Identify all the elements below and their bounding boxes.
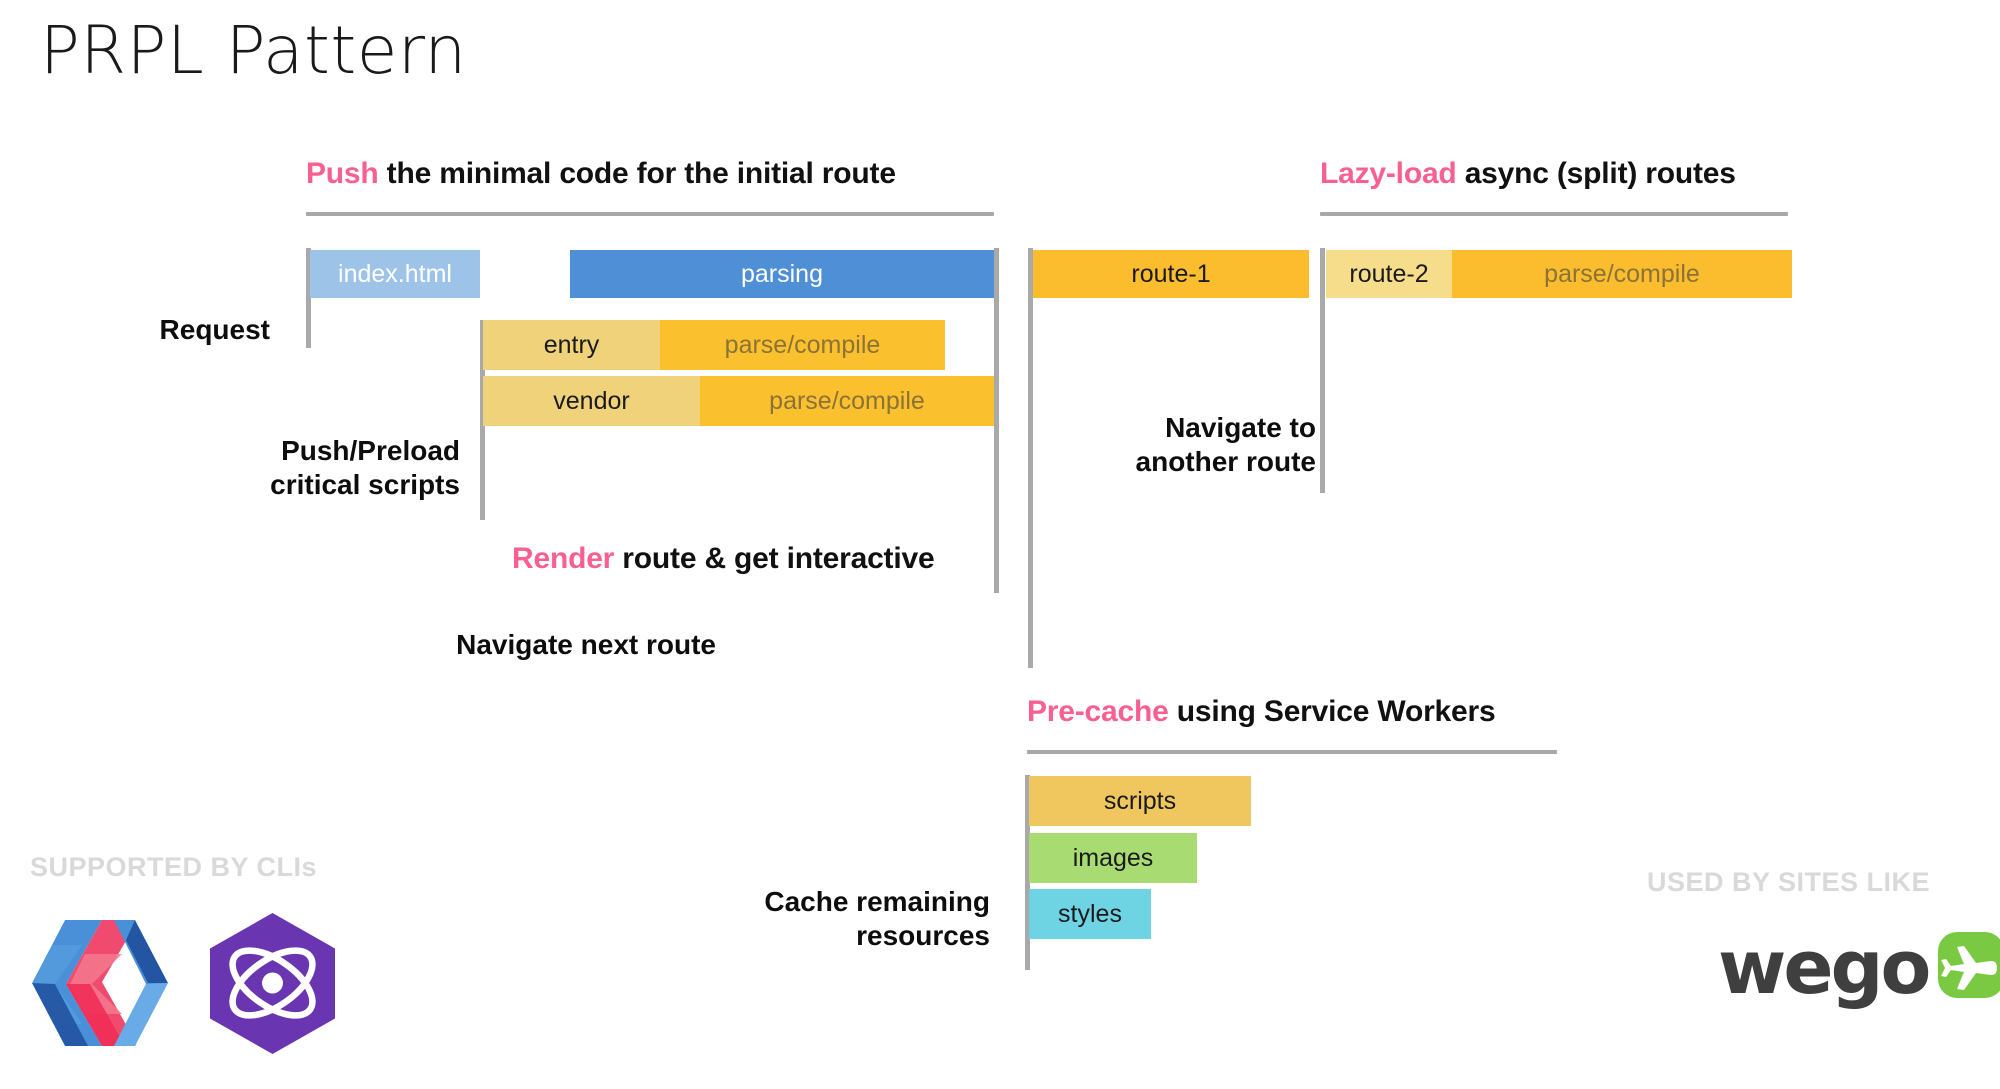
styles-bar[interactable]: styles xyxy=(1029,889,1151,939)
styles-segment: styles xyxy=(1029,889,1151,939)
section-heading-lazy: Lazy-load async (split) routes xyxy=(1320,157,1736,191)
section-rule-push xyxy=(306,212,994,216)
preact-atom-logo xyxy=(200,910,345,1055)
route-2-bar[interactable]: route-2 parse/compile xyxy=(1326,250,1792,298)
section-keyword-precache: Pre-cache xyxy=(1027,695,1169,728)
row-label-navigate-another: Navigate to another route xyxy=(1135,412,1316,478)
scripts-segment: scripts xyxy=(1029,776,1251,826)
route-1-segment: route-1 xyxy=(1033,250,1309,298)
index-html-bar[interactable]: index.html xyxy=(310,250,480,298)
section-heading-push: Push the minimal code for the initial ro… xyxy=(306,157,896,191)
guide-line-push-preload xyxy=(480,320,485,520)
footer-caption-left: SUPPORTED BY CLIs xyxy=(30,852,318,882)
images-segment: images xyxy=(1029,833,1197,883)
scripts-bar[interactable]: scripts xyxy=(1029,776,1251,826)
wego-wordmark: wego xyxy=(1718,924,1931,1011)
guide-line-render xyxy=(994,248,999,593)
vendor-bar[interactable]: vendor parse/compile xyxy=(483,376,994,426)
section-heading-precache: Pre-cache using Service Workers xyxy=(1027,695,1496,729)
section-text-push: the minimal code for the initial route xyxy=(378,157,896,190)
guide-line-navigate-next xyxy=(1028,248,1033,668)
route-2-label-segment: route-2 xyxy=(1326,250,1452,298)
footer-caption-right: USED BY SITES LIKE xyxy=(1647,867,1931,897)
section-text-lazy: async (split) routes xyxy=(1456,157,1736,190)
row-label-cache-remaining: Cache remaining resources xyxy=(764,886,990,952)
page-title: PRPL Pattern xyxy=(40,12,467,89)
entry-parse-compile-segment: parse/compile xyxy=(660,320,945,370)
row-label-navigate-next: Navigate next route xyxy=(456,629,716,660)
row-label-request: Request xyxy=(159,314,270,345)
entry-bar[interactable]: entry parse/compile xyxy=(483,320,945,370)
section-text-precache: using Service Workers xyxy=(1168,695,1496,728)
guide-line-navigate-another xyxy=(1320,248,1325,493)
section-rule-lazy xyxy=(1320,212,1788,216)
section-text-render: route & get interactive xyxy=(614,542,935,575)
entry-label-segment: entry xyxy=(483,320,660,370)
vendor-parse-compile-segment: parse/compile xyxy=(700,376,994,426)
section-heading-render: Render route & get interactive xyxy=(512,542,935,576)
route-1-bar[interactable]: route-1 xyxy=(1033,250,1309,298)
preact-atom-icon xyxy=(210,913,335,1054)
parsing-segment: parsing xyxy=(570,250,994,298)
route-2-parse-compile-segment: parse/compile xyxy=(1452,250,1792,298)
images-bar[interactable]: images xyxy=(1029,833,1197,883)
parsing-bar[interactable]: parsing xyxy=(570,250,994,298)
section-keyword-push: Push xyxy=(306,157,379,190)
polymer-logo-icon xyxy=(32,920,168,1046)
polymer-logo xyxy=(30,918,170,1048)
guide-line-cache-remaining xyxy=(1025,775,1030,970)
wego-logo: wego xyxy=(1718,930,2000,1005)
index-html-segment: index.html xyxy=(310,250,480,298)
section-keyword-lazy: Lazy-load xyxy=(1320,157,1457,190)
row-label-push-preload: Push/Preload critical scripts xyxy=(270,435,460,501)
vendor-label-segment: vendor xyxy=(483,376,700,426)
guide-line-request xyxy=(306,248,311,348)
section-rule-precache xyxy=(1027,750,1557,754)
wego-plane-icon xyxy=(1936,930,2000,1005)
section-keyword-render: Render xyxy=(512,542,615,575)
